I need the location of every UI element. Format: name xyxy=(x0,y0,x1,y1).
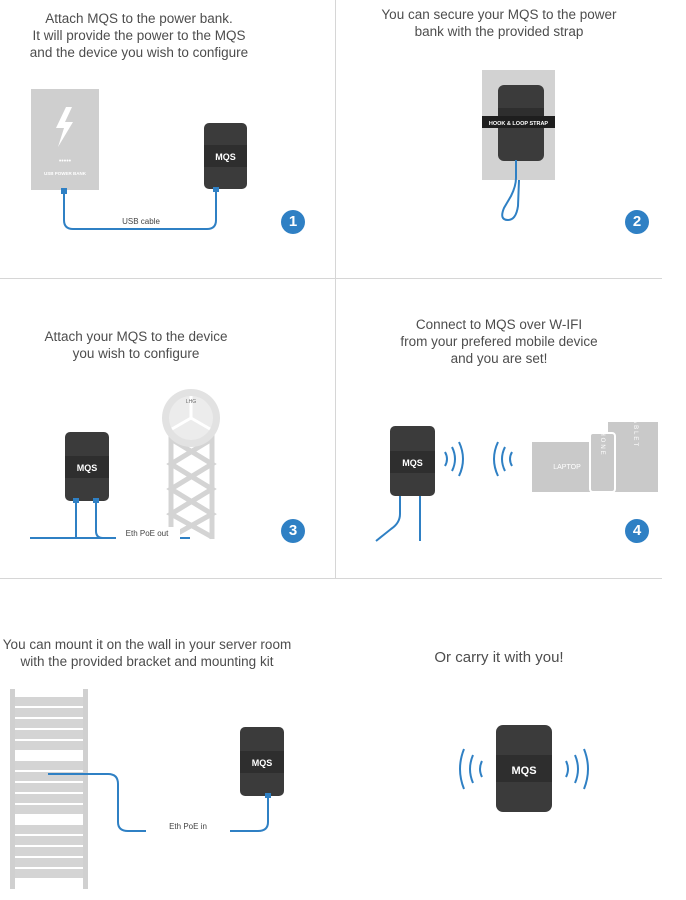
rack-unit xyxy=(15,730,83,739)
caption-line: Attach your MQS to the device xyxy=(44,329,228,344)
step-1-caption: Attach MQS to the power bank. It will pr… xyxy=(0,10,278,61)
step-4-illustration: MQS LAPTOP PHONE TABLET xyxy=(375,414,658,542)
rack-unit xyxy=(15,825,83,834)
strap-label: HOOK & LOOP STRAP xyxy=(489,121,549,127)
step-2-illustration: HOOK & LOOP STRAP xyxy=(482,70,555,222)
step-2-panel: You can secure your MQS to the power ban… xyxy=(336,0,662,278)
rack-unit xyxy=(15,783,83,792)
step-number-badge: 1 xyxy=(281,210,305,234)
caption-line: and the device you wish to configure xyxy=(29,45,249,60)
cable-label: Eth PoE out xyxy=(126,529,169,538)
caption-line: with the provided bracket and mounting k… xyxy=(20,654,274,669)
phone xyxy=(589,432,616,493)
carry-caption: Or carry it with you! xyxy=(336,649,662,666)
caption-line: you wish to configure xyxy=(72,346,200,361)
rack-unit xyxy=(15,805,83,814)
tablet xyxy=(608,422,658,492)
rack-unit xyxy=(15,697,83,706)
power-bank-dots: ••••• xyxy=(59,158,72,165)
rack-unit xyxy=(15,858,83,867)
server-rack xyxy=(10,689,88,889)
eth-cable xyxy=(48,773,269,832)
antenna-tower xyxy=(166,429,217,540)
laptop-label: LAPTOP xyxy=(553,464,581,471)
caption-line: from your prefered mobile device xyxy=(400,334,598,349)
strap xyxy=(482,116,555,128)
usb-cable xyxy=(63,190,217,230)
cable-label: Eth PoE in xyxy=(169,822,207,831)
step-1-illustration: ••••• USB POWER BANK MQS USB cable xyxy=(31,89,247,230)
usb-cable xyxy=(501,160,520,222)
rack-unit xyxy=(15,761,83,770)
caption-line: You can secure your MQS to the power xyxy=(381,7,617,22)
step-1-panel: Attach MQS to the power bank. It will pr… xyxy=(0,0,335,278)
mqs-label: MQS xyxy=(215,152,236,162)
wall-mount-caption: You can mount it on the wall in your ser… xyxy=(0,636,300,670)
usb-connector xyxy=(61,188,67,194)
device-port xyxy=(213,187,219,192)
rack-unit xyxy=(15,869,83,878)
mqs-label: MQS xyxy=(252,758,273,768)
wall-mount-illustration: MQS Eth PoE in xyxy=(10,689,284,889)
caption-line: Connect to MQS over W-IFI xyxy=(415,317,583,332)
step-3-caption: Attach your MQS to the device you wish t… xyxy=(0,328,272,362)
rack-unit xyxy=(15,847,83,856)
step-number-badge: 3 xyxy=(281,519,305,543)
mqs-label: MQS xyxy=(77,463,98,473)
caption-line: Attach MQS to the power bank. xyxy=(45,11,233,26)
caption-line: You can mount it on the wall in your ser… xyxy=(2,637,292,652)
wifi-signal-icon xyxy=(444,441,513,477)
step-number-badge: 4 xyxy=(625,519,649,543)
step-number-badge: 2 xyxy=(625,210,649,234)
step-3-illustration: LHG MQS Eth PoE out xyxy=(30,389,220,540)
step-4-caption: Connect to MQS over W-IFI from your pref… xyxy=(336,316,662,367)
carry-panel: Or carry it with you! MQS xyxy=(336,579,662,900)
rack-unit xyxy=(15,794,83,803)
mqs-label: MQS xyxy=(402,458,423,468)
cable-label: USB cable xyxy=(122,217,160,226)
divider-column xyxy=(335,0,336,578)
wall-mount-panel: You can mount it on the wall in your ser… xyxy=(0,579,335,900)
rack-unit xyxy=(15,719,83,728)
rack-unit xyxy=(15,741,83,750)
step-2-caption: You can secure your MQS to the power ban… xyxy=(336,6,662,40)
antenna-label: LHG xyxy=(186,399,196,405)
carry-illustration: MQS xyxy=(459,725,589,812)
client-devices xyxy=(532,422,658,493)
divider-row-1 xyxy=(0,278,662,279)
rack-unit xyxy=(15,708,83,717)
rack-unit xyxy=(15,836,83,845)
phone-label: PHONE xyxy=(599,425,605,456)
divider-row-2 xyxy=(0,578,662,579)
caption-line: Or carry it with you! xyxy=(434,649,564,666)
tablet-label: TABLET xyxy=(632,414,638,448)
caption-line: bank with the provided strap xyxy=(414,24,584,39)
power-bank-label: USB POWER BANK xyxy=(44,171,87,176)
wifi-signal-icon xyxy=(459,748,589,790)
lightning-icon xyxy=(56,107,73,147)
mqs-label: MQS xyxy=(511,765,536,777)
caption-line: and you are set! xyxy=(450,351,548,366)
step-4-panel: Connect to MQS over W-IFI from your pref… xyxy=(336,279,662,578)
power-bank xyxy=(31,89,99,190)
rack-unit xyxy=(15,772,83,781)
step-3-panel: Attach your MQS to the device you wish t… xyxy=(0,279,335,578)
caption-line: It will provide the power to the MQS xyxy=(32,28,246,43)
eth-cable xyxy=(375,494,401,542)
